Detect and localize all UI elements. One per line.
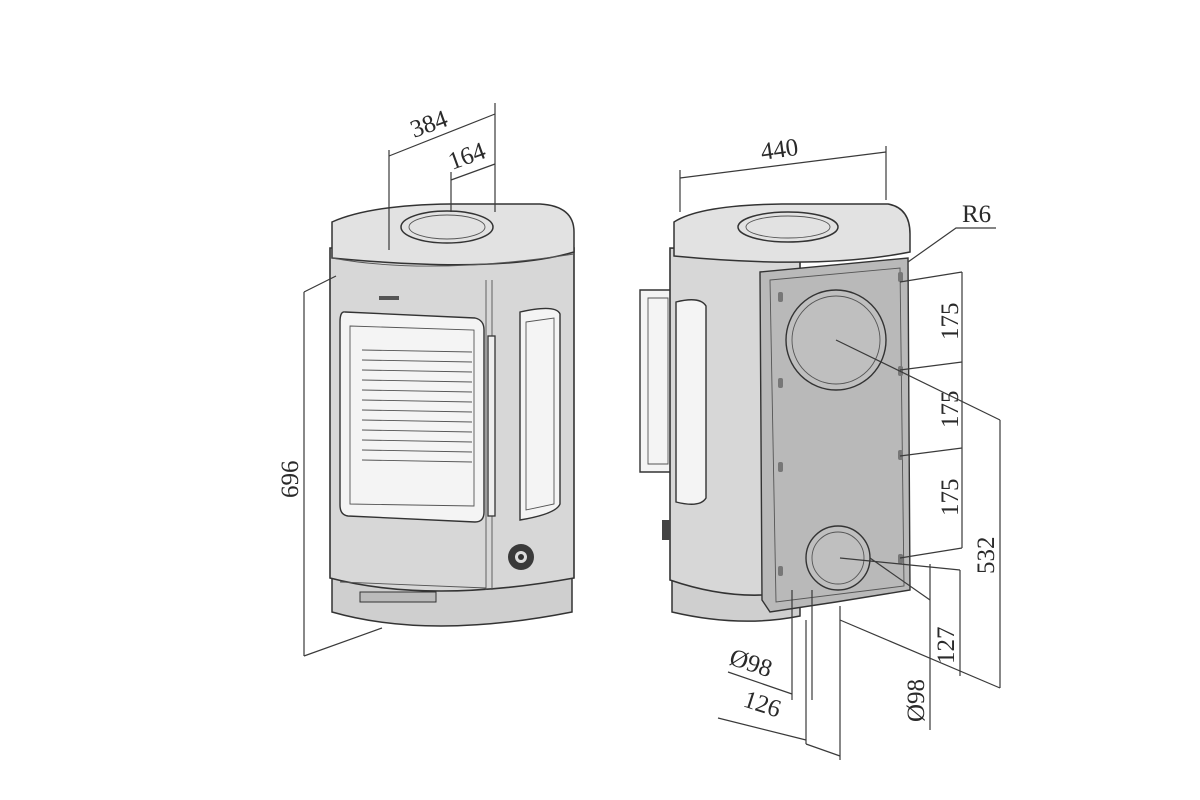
front-dimension-lines [303,103,496,657]
dim-back-width: 440 [759,134,800,166]
dim-air-inlet-dia-side: Ø98 [903,679,930,722]
dim-air-inlet-height: 127 [933,627,960,665]
back-dimension-lines [679,146,1001,760]
dim-height: 696 [277,461,304,499]
dim-front-outlet: 164 [445,137,490,175]
front-stove-view [329,203,575,627]
dim-spacing-1: 175 [937,303,964,341]
dim-front-width: 384 [407,105,452,143]
dim-spacing-2: 175 [937,391,964,429]
dim-air-inlet-offset: 126 [740,686,784,723]
control-knob-icon [508,544,534,570]
dim-hole-height: 532 [973,537,1000,575]
mounting-slots [778,272,903,576]
dim-radius: R6 [962,201,991,228]
dim-air-inlet-dia-bottom: Ø98 [726,644,775,683]
back-stove-view [639,203,911,622]
dim-spacing-3: 175 [937,479,964,517]
window-louvers [361,349,473,463]
